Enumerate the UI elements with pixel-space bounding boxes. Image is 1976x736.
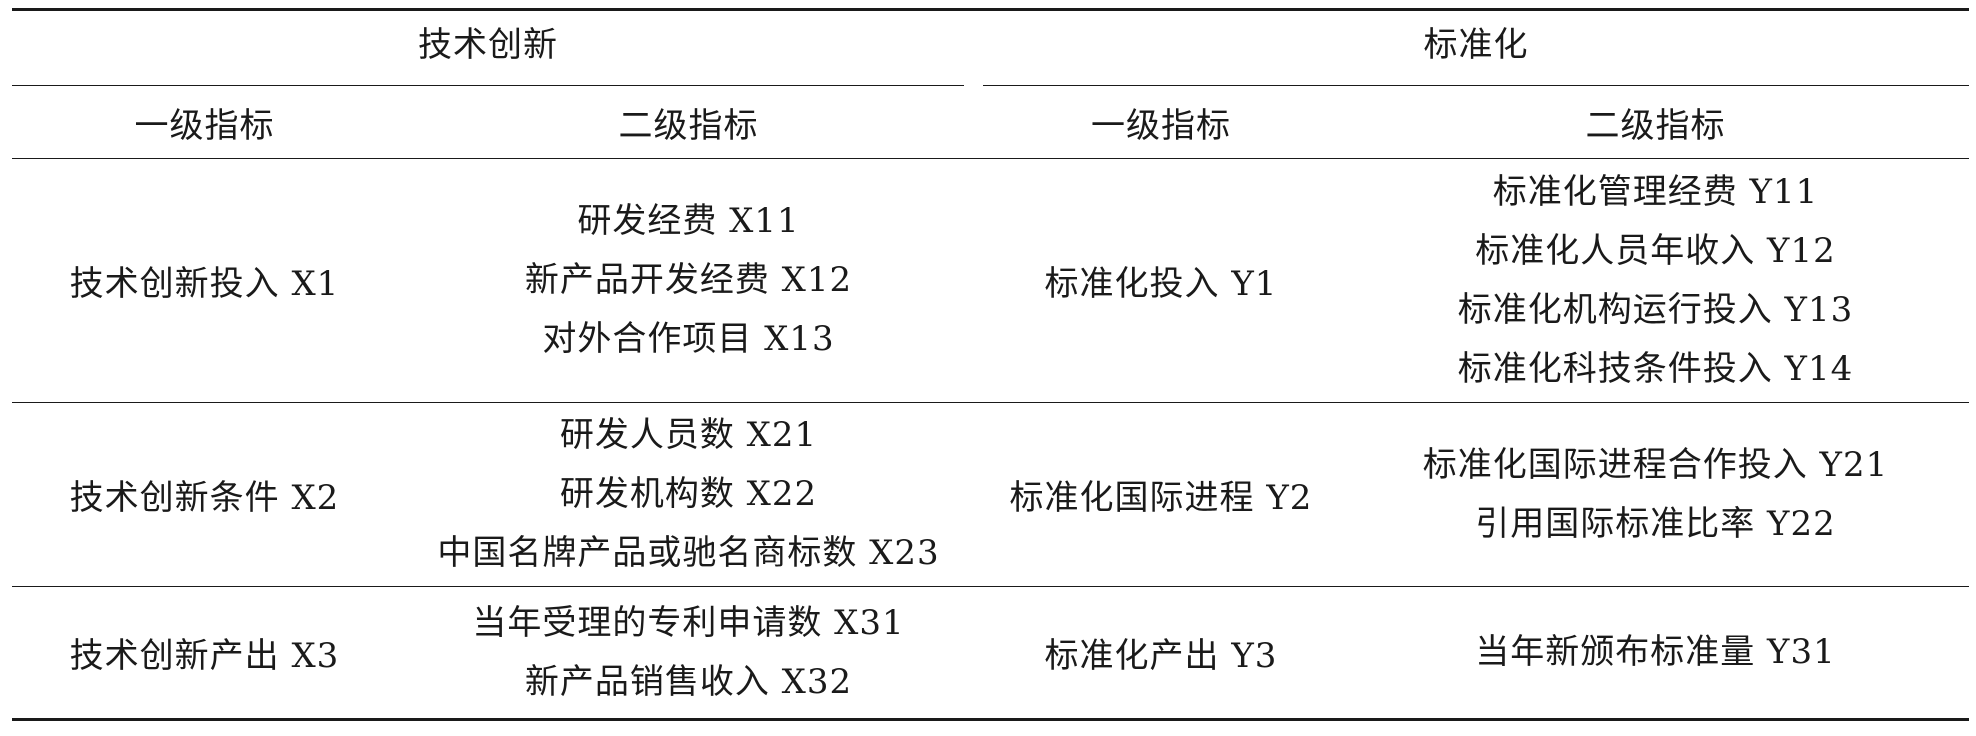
tech-secondary-item: 当年受理的专利申请数 X31: [472, 602, 905, 643]
std-secondary-cell: 标准化国际进程合作投入 Y21 引用国际标准比率 Y22: [1342, 403, 1969, 587]
subheader-std-secondary: 二级指标: [1342, 86, 1969, 159]
std-primary-cell: 标准化产出 Y3: [980, 587, 1342, 721]
tech-primary-cell: 技术创新条件 X2: [12, 403, 397, 587]
table-row: 技术创新投入 X1 研发经费 X11 新产品开发经费 X12 对外合作项目 X1…: [12, 159, 1969, 403]
std-secondary-cell: 当年新颁布标准量 Y31: [1342, 587, 1969, 721]
tech-secondary-cell: 当年受理的专利申请数 X31 新产品销售收入 X32: [397, 587, 980, 721]
subheader-std-primary: 一级指标: [980, 86, 1342, 159]
tech-secondary-item: 研发人员数 X21: [559, 415, 818, 455]
tech-secondary-cell: 研发经费 X11 新产品开发经费 X12 对外合作项目 X13: [397, 159, 980, 403]
std-secondary-item: 标准化科技条件投入 Y14: [1457, 348, 1854, 389]
group-header-std-label: 标准化: [983, 11, 1969, 86]
group-header-tech: 技术创新: [12, 8, 980, 86]
tech-secondary-item: 中国名牌产品或驰名商标数 X23: [437, 533, 940, 573]
indicator-table: 技术创新 标准化 一级指标 二级指标 一级指标 二级指标 技术创新投入 X1 研…: [12, 8, 1969, 721]
tech-secondary-item: 研发经费 X11: [577, 201, 800, 241]
subheader-tech-primary: 一级指标: [12, 86, 397, 159]
std-primary-cell: 标准化投入 Y1: [980, 159, 1342, 403]
std-secondary-item: 标准化管理经费 Y11: [1492, 171, 1819, 212]
tech-primary-cell: 技术创新产出 X3: [12, 587, 397, 721]
tech-primary-cell: 技术创新投入 X1: [12, 159, 397, 403]
std-secondary-item: 引用国际标准比率 Y22: [1475, 503, 1836, 544]
indicator-table-container: 技术创新 标准化 一级指标 二级指标 一级指标 二级指标 技术创新投入 X1 研…: [12, 8, 1969, 721]
tech-secondary-item: 新产品开发经费 X12: [524, 260, 853, 300]
tech-secondary-item: 研发机构数 X22: [559, 474, 818, 514]
group-header-tech-label: 技术创新: [12, 11, 964, 86]
group-header-std: 标准化: [980, 8, 1969, 86]
std-secondary-item: 标准化机构运行投入 Y13: [1457, 289, 1854, 330]
std-secondary-item: 标准化国际进程合作投入 Y21: [1422, 444, 1889, 485]
table-row: 技术创新产出 X3 当年受理的专利申请数 X31 新产品销售收入 X32 标准化…: [12, 587, 1969, 721]
subheader-row: 一级指标 二级指标 一级指标 二级指标: [12, 86, 1969, 159]
group-header-row: 技术创新 标准化: [12, 8, 1969, 86]
tech-secondary-item: 对外合作项目 X13: [542, 319, 835, 359]
std-secondary-item: 当年新颁布标准量 Y31: [1475, 632, 1836, 672]
std-secondary-cell: 标准化管理经费 Y11 标准化人员年收入 Y12 标准化机构运行投入 Y13 标…: [1342, 159, 1969, 403]
tech-secondary-item: 新产品销售收入 X32: [524, 661, 853, 702]
tech-secondary-cell: 研发人员数 X21 研发机构数 X22 中国名牌产品或驰名商标数 X23: [397, 403, 980, 587]
std-primary-cell: 标准化国际进程 Y2: [980, 403, 1342, 587]
subheader-tech-secondary: 二级指标: [397, 86, 980, 159]
table-row: 技术创新条件 X2 研发人员数 X21 研发机构数 X22 中国名牌产品或驰名商…: [12, 403, 1969, 587]
std-secondary-item: 标准化人员年收入 Y12: [1475, 230, 1836, 271]
